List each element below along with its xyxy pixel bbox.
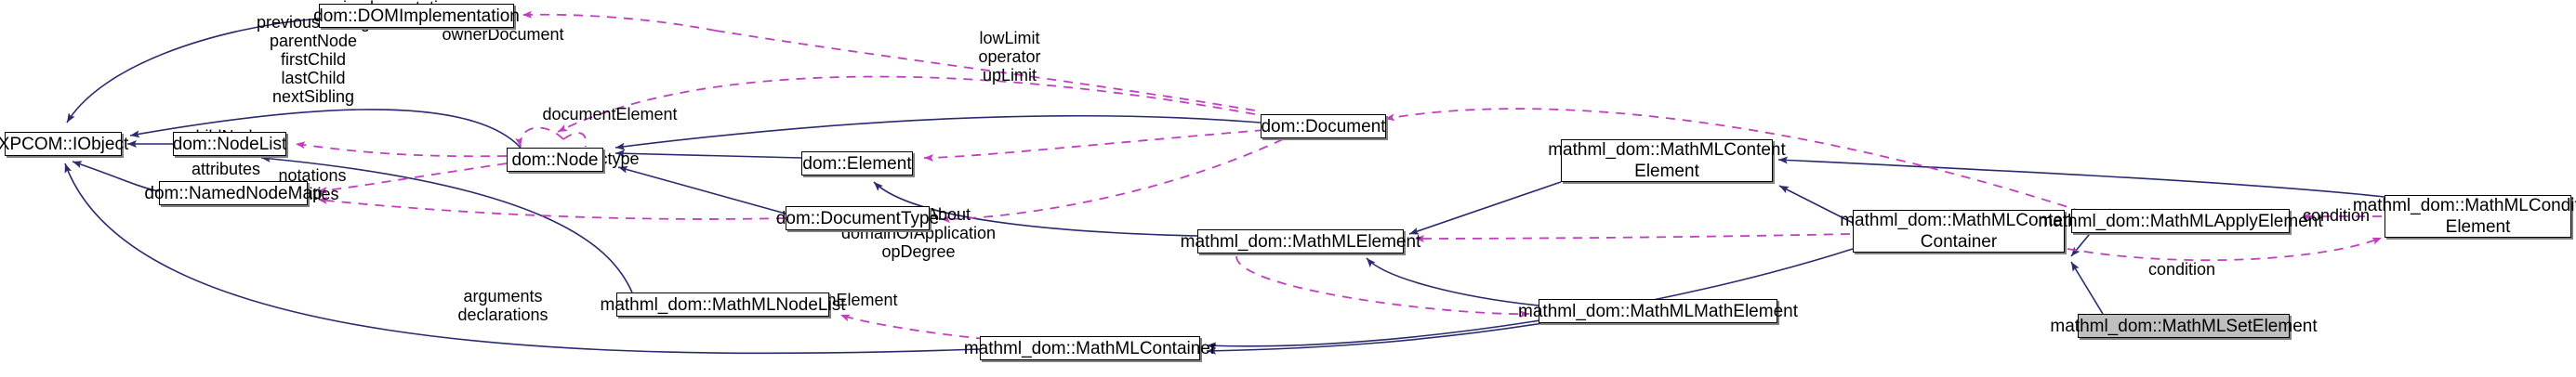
edge-label-sibling-group: previousSibling parentNode firstChild la…	[256, 13, 371, 106]
edge-label-arguments-declarations: arguments declarations	[457, 287, 548, 324]
edge-label-condition-container: condition	[2147, 260, 2216, 279]
node-box-mathml-setelement[interactable]: mathml_dom::MathMLSetElement	[2050, 314, 2318, 338]
node-box-mathml-container[interactable]: mathml_dom::MathMLContainer	[964, 336, 1216, 360]
inheritance-edges	[64, 18, 2385, 355]
node-box-iobject[interactable]: XPCOM::IObject	[0, 132, 128, 156]
node-box-dom-document[interactable]: dom::Document	[1261, 114, 1386, 138]
node-box-dom-node[interactable]: dom::Node	[507, 148, 603, 172]
node-box-dom-domimplementation[interactable]: dom::DOMImplementation	[313, 4, 520, 28]
edge-label-lowlimit-group: lowLimit operator upLimit	[978, 29, 1041, 84]
node-box-mathml-nodelist[interactable]: mathml_dom::MathMLNodeList	[601, 292, 846, 317]
node-box-mathml-contentcontainer[interactable]: mathml_dom::MathMLContent Container	[1840, 210, 2078, 253]
node-box-mathml-element[interactable]: mathml_dom::MathMLElement	[1181, 229, 1420, 254]
node-box-dom-element[interactable]: dom::Element	[801, 151, 913, 176]
edge-label-attributes: attributes	[191, 160, 261, 178]
node-box-mathml-contentelement[interactable]: mathml_dom::MathMLContent Element	[1548, 139, 1786, 182]
node-box-mathml-applyelement[interactable]: mathml_dom::MathMLApplyElement	[2038, 209, 2323, 233]
node-box-dom-namednodemap[interactable]: dom::NamedNodeMap	[144, 181, 323, 205]
node-box-mathml-conditionelement[interactable]: mathml_dom::MathMLCondition Element	[2352, 195, 2576, 238]
node-box-dom-documenttype[interactable]: dom::DocumentType	[776, 206, 939, 230]
edge-label-ownerdocument: ownerDocument	[442, 25, 564, 44]
node-box-mathml-mathelement[interactable]: mathml_dom::MathMLMathElement	[1518, 299, 1798, 323]
association-edges	[295, 10, 2383, 340]
node-box-dom-nodelist[interactable]: dom::NodeList	[173, 132, 286, 156]
edge-label-condition-apply: condition	[2302, 206, 2371, 225]
edge-label-documentelement: documentElement	[542, 105, 678, 124]
